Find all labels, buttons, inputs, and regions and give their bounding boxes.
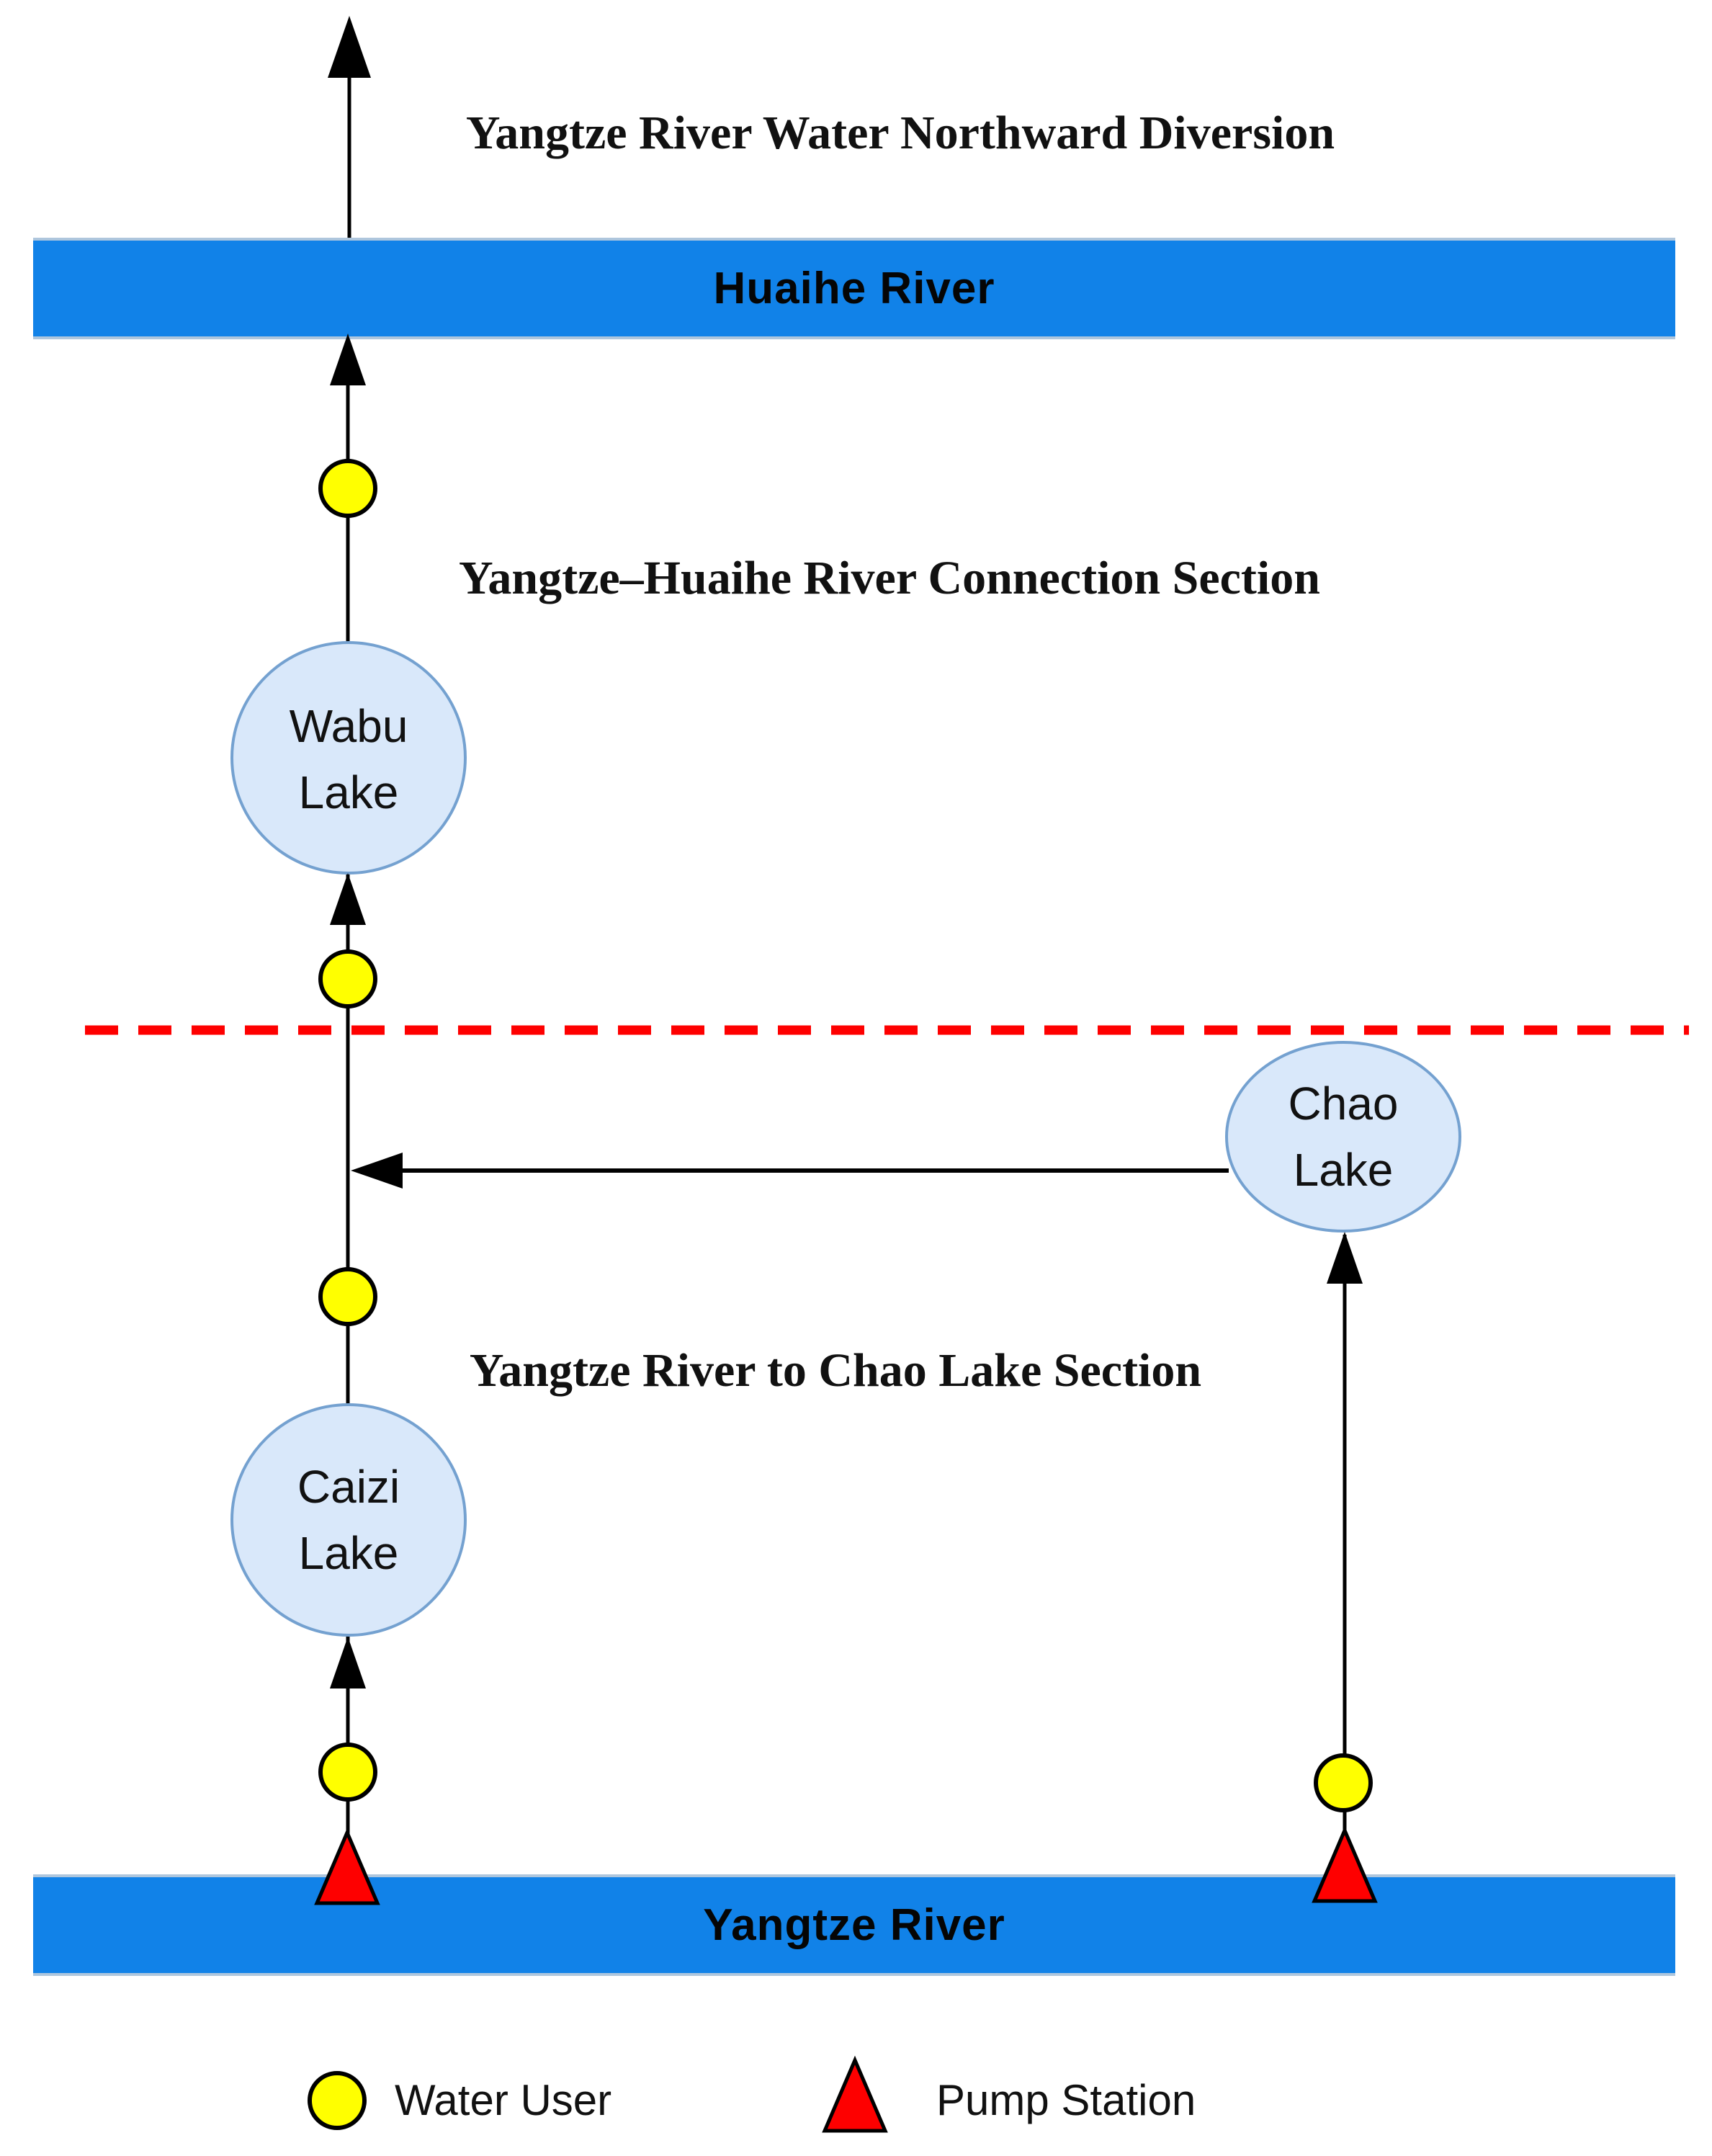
legend-water-user-icon (308, 2071, 367, 2130)
into-caizi-arrowhead-icon (330, 1637, 366, 1688)
legend-pump-station-icon (822, 2055, 888, 2133)
chao-lake-label: Chao Lake (1288, 1078, 1399, 1196)
wabu-lake-label: Wabu Lake (289, 700, 408, 818)
legend-pump-station-label: Pump Station (936, 2076, 1196, 2124)
legend-water-user-label: Water User (395, 2076, 612, 2124)
into-wabu-arrowhead-icon (330, 873, 366, 925)
chao-section-label: Yangtze River to Chao Lake Section (469, 1344, 1202, 1397)
diagram-title: Yangtze River Water Northward Diversion (465, 107, 1335, 159)
into-huaihe-arrowhead-icon (330, 334, 366, 385)
connection-section-label: Yangtze–Huaihe River Connection Section (459, 552, 1320, 604)
water-user-node (318, 1743, 377, 1802)
huaihe-river-bar: Huaihe River (33, 238, 1675, 339)
water-user-node (318, 949, 377, 1008)
water-user-node (318, 1267, 377, 1326)
yangtze-river-label: Yangtze River (703, 1900, 1005, 1950)
water-user-node (1314, 1753, 1373, 1812)
huaihe-river-label: Huaihe River (713, 264, 995, 313)
yangtze-river-bar: Yangtze River (33, 1874, 1675, 1976)
caizi-lake-label: Caizi Lake (297, 1461, 400, 1579)
northward-arrowhead-icon (328, 16, 371, 78)
water-user-node (318, 459, 377, 518)
transfer-arrowhead-icon (351, 1153, 403, 1189)
into-chao-arrowhead-icon (1327, 1232, 1363, 1284)
